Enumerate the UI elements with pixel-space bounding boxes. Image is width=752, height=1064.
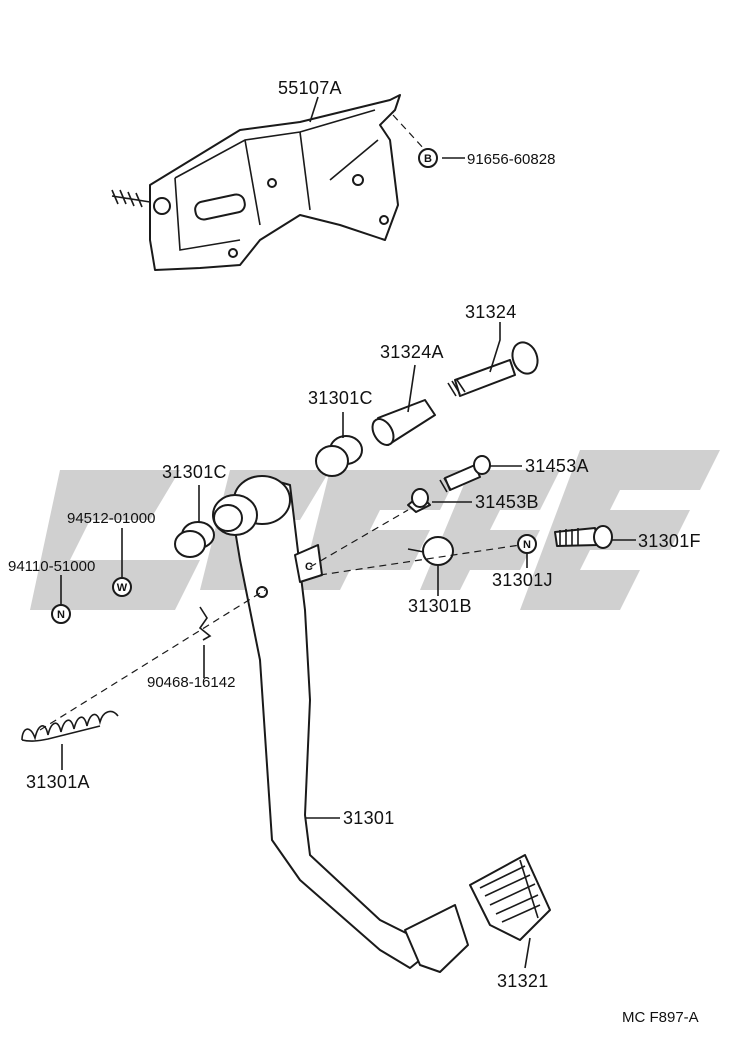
symbol-b: B [418, 148, 438, 168]
label-31453B: 31453B [475, 492, 539, 512]
symbol-n-left: N [51, 604, 71, 624]
label-90468-16142: 90468-16142 [147, 674, 235, 691]
bolt-31453B [407, 488, 431, 513]
clip-90468-16142 [198, 606, 212, 641]
label-31453A: 31453A [525, 456, 589, 476]
pedal-pad-31321 [469, 854, 551, 941]
label-91656-60828: 91656-60828 [467, 151, 555, 168]
svg-text:W: W [117, 582, 128, 594]
spring-31301A [21, 710, 119, 742]
svg-text:N: N [57, 609, 65, 621]
label-31301C-top: 31301C [308, 388, 373, 408]
label-55107A: 55107A [278, 78, 342, 98]
bushing-31301C-left [174, 521, 215, 558]
svg-text:C: C [305, 561, 313, 573]
label-31301B: 31301B [408, 596, 472, 616]
symbol-c: C [305, 561, 313, 573]
label-31301A: 31301A [26, 772, 90, 792]
label-31301C-left: 31301C [162, 462, 227, 482]
label-31301F: 31301F [638, 531, 701, 551]
symbol-w: W [112, 577, 132, 597]
label-31301: 31301 [343, 808, 395, 828]
label-31324: 31324 [465, 302, 517, 322]
svg-text:N: N [523, 539, 531, 551]
sleeve-31324A [371, 399, 436, 446]
bracket-55107A [111, 94, 426, 271]
watermark-logo [30, 450, 720, 610]
pedal-arm-31301 [212, 475, 469, 973]
label-31324A: 31324A [380, 342, 444, 362]
label-31321: 31321 [497, 971, 549, 991]
label-94512-01000: 94512-01000 [67, 510, 155, 527]
label-94110-51000: 94110-51000 [8, 558, 95, 575]
label-31301J: 31301J [492, 570, 553, 590]
symbol-n-right: N [517, 534, 537, 554]
bolt-31453A [439, 455, 491, 493]
bolt-31324 [447, 341, 539, 397]
diagram-code: MC F897-A [622, 1009, 699, 1026]
svg-text:B: B [424, 153, 432, 165]
bushing-31301C-top [315, 435, 363, 477]
assembly-lines [39, 509, 521, 731]
leader-lines [60, 96, 636, 969]
bolt-31301F [554, 525, 613, 549]
